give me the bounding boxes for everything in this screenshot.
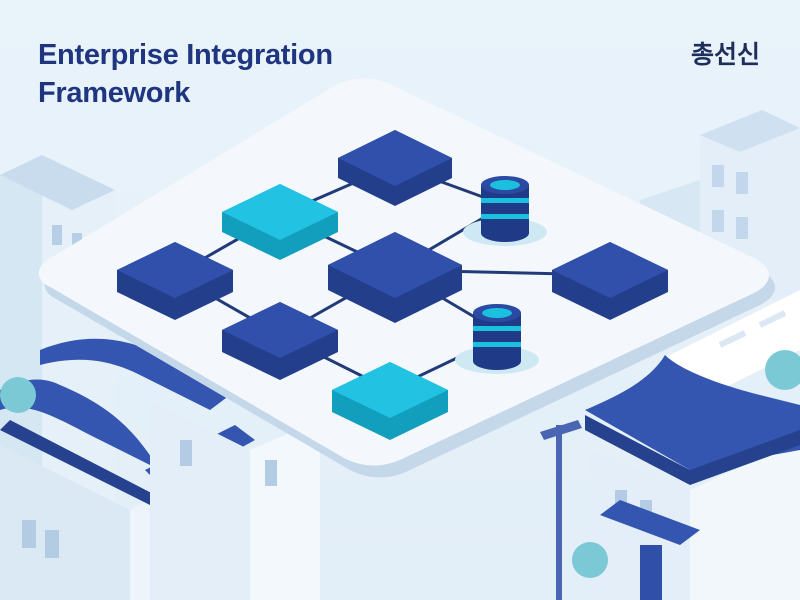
node-left: [117, 242, 233, 320]
node-cyan-lower: [332, 362, 448, 440]
database-icon: [463, 176, 547, 246]
node-lower-left: [222, 302, 338, 380]
middle-hanok-house: [40, 338, 320, 600]
right-hanok-house: [0, 350, 800, 600]
database-icon: [455, 304, 539, 374]
page-title: Enterprise Integration Framework: [38, 36, 333, 112]
node-top: [338, 130, 452, 206]
node-center: [328, 232, 462, 323]
node-right: [552, 242, 668, 320]
brand-label: 총선신: [690, 40, 760, 69]
node-cyan-upper: [222, 184, 338, 260]
title-line-1: Enterprise Integration: [38, 39, 333, 71]
network-nodes: [117, 130, 668, 440]
title-line-2: Framework: [38, 77, 191, 109]
